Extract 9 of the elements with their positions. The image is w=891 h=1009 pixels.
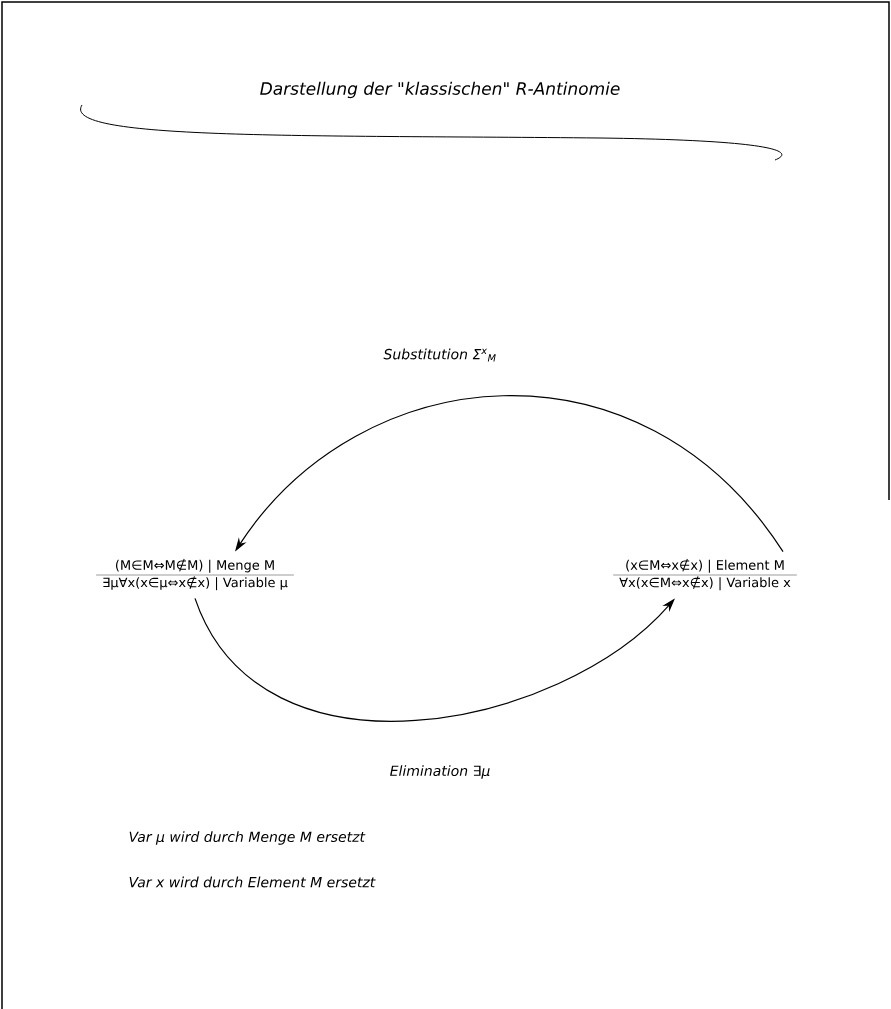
arrow — [194, 597, 675, 722]
formula-fraction: (x∈M⇔x∉x) | Element M ∀x(x∈M⇔x∉x) | Variable x — [612, 558, 798, 591]
title: Darstellung der "klassischen" R-Antinomie — [260, 81, 620, 99]
arrow — [235, 395, 784, 553]
edge-label: Substitution Σ$^{x}$M — [383, 348, 496, 362]
note: Var x wird durch Element M ersetzt — [129, 876, 376, 888]
formula-fraction: (M∈M⇔M∉M) | Menge M ∃μ∀x(x∈μ⇔x∉x) | Variable μ — [95, 558, 295, 591]
edge-label: Elimination ∃μ — [390, 765, 490, 779]
note: Var μ wird durch Menge M ersetzt — [129, 831, 366, 845]
